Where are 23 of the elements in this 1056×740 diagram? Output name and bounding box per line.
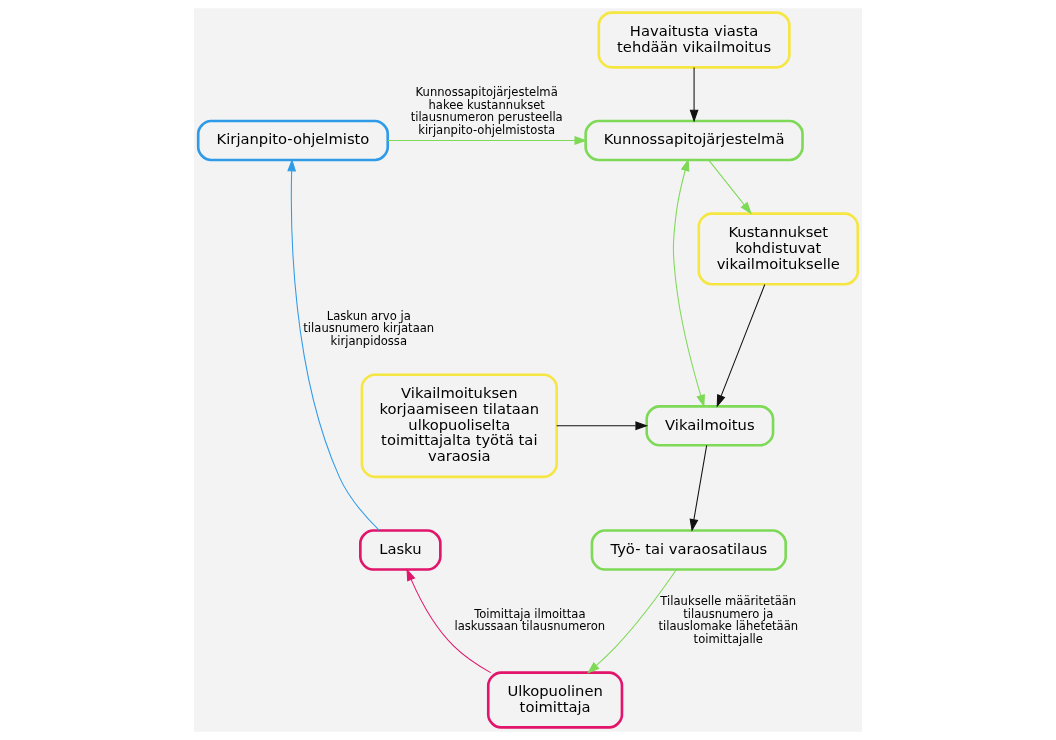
node-box: Kustannukset kohdistuvat vikailmoitukselle [697, 212, 860, 286]
node-box: Vikailmoitus [645, 405, 775, 447]
node-box: Kirjanpito-ohjelmisto [196, 119, 390, 162]
arrow [689, 444, 708, 532]
edge-label: Kunnossapitojärjestelmä hakee kustannukset tilausnumeron perusteella kirjanpito-ohjelmistosta [410, 85, 563, 137]
node-box: Vikailmoituksen korjaamiseen tilataan ulkopuoliselta toimittajalta työtä tai varaosia [360, 373, 558, 479]
node-box: Havaitusta viasta tehdään vikailmoitus [597, 11, 791, 69]
arrow [587, 569, 677, 674]
edge-label: Toimittaja ilmoittaa laskussaan tilausnumeron [454, 606, 606, 634]
arrow [287, 158, 380, 531]
node-box: Työ- tai varaosatilaus [590, 529, 787, 571]
arrow [672, 158, 705, 408]
arrow [556, 421, 649, 431]
edge-label: Laskun arvo ja tilausnumero kirjataan kirjanpidossa [303, 308, 435, 349]
arrow [387, 136, 588, 145]
arrow [406, 568, 492, 674]
node-box: Ulkopuolinen toimittaja [486, 671, 624, 729]
node-box: Kunnossapitojärjestelmä [584, 119, 804, 162]
arrow [708, 159, 752, 215]
edge-label: Tilaukselle määritetään tilausnumero ja tilauslomake lähetetään toimittajalle [658, 594, 799, 646]
arrow [689, 66, 699, 123]
node-box: Lasku [359, 529, 442, 571]
arrow [716, 284, 766, 408]
